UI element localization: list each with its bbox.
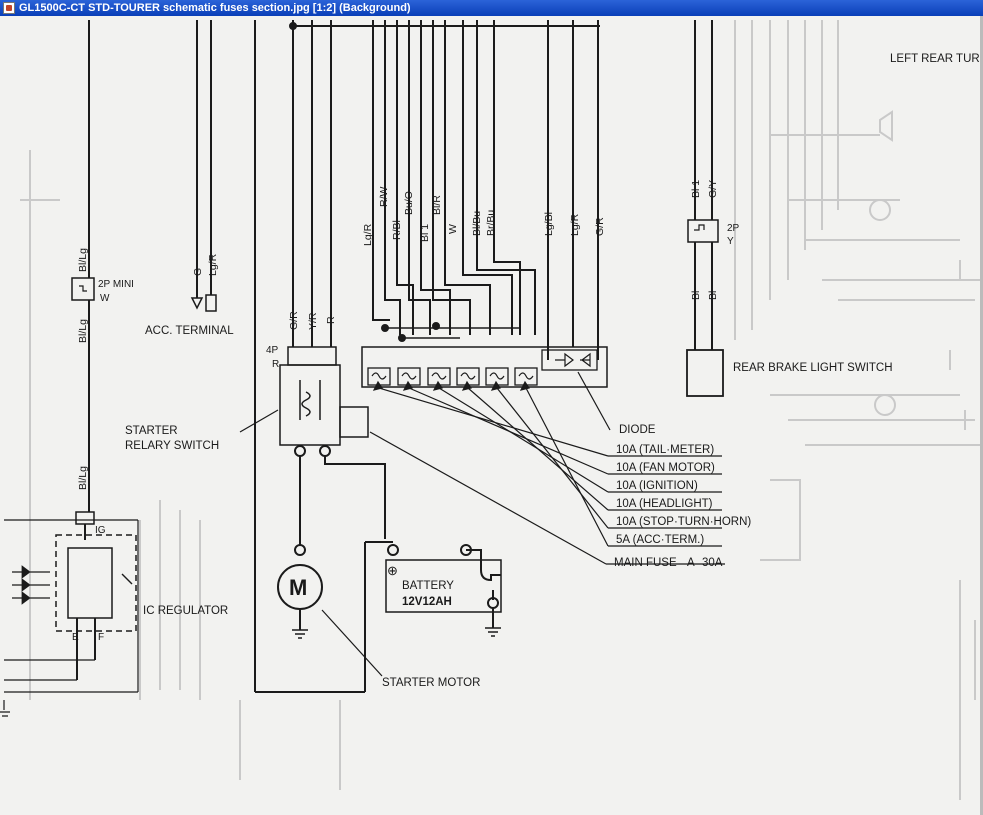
wiring-schematic: LEFT REAR TUR REAR BRAKE LIGHT SWITCH DI… [0, 20, 980, 800]
vertical-scrollbar[interactable] [980, 16, 983, 815]
starter-relay-circuit [254, 20, 502, 693]
wire-color-codes: Bl/Lg Bl/Lg Bl/Lg G Lg/R G/R Y/R R Lg/R … [77, 180, 719, 490]
label-fuse-stop-turn-horn: 10A (STOP·TURN·HORN) [616, 516, 751, 528]
label-2p-mini: 2P MINI [98, 279, 134, 290]
motor-symbol-icon: M [289, 575, 307, 600]
schematic-labels: LEFT REAR TUR REAR BRAKE LIGHT SWITCH DI… [72, 53, 980, 689]
wire-fuse-g-r: G/R [594, 217, 606, 236]
label-2p-mini-w: W [100, 293, 110, 304]
label-2p-y: Y [727, 236, 734, 247]
label-fuse-fan-motor: 10A (FAN MOTOR) [616, 462, 715, 474]
wire-bl-lg-mid: Bl/Lg [77, 319, 89, 343]
wire-acc-lg-r: Lg/R [207, 253, 219, 276]
label-e: E [72, 632, 79, 643]
ic-regulator-circuit [0, 20, 139, 717]
wire-fuse-bl1: Bl 1 [419, 224, 431, 242]
wire-brake-bl1: Bl 1 [690, 180, 702, 198]
label-fuse-ignition: 10A (IGNITION) [616, 480, 698, 492]
label-ig: IG [95, 525, 106, 536]
label-diode: DIODE [619, 424, 656, 436]
schematic-image[interactable]: LEFT REAR TUR REAR BRAKE LIGHT SWITCH DI… [0, 16, 983, 815]
wire-brake-bl-b: Bl [707, 291, 719, 300]
label-starter-relay-2: RELARY SWITCH [125, 440, 219, 452]
wire-acc-g: G [192, 268, 204, 276]
label-fuse-headlight: 10A (HEADLIGHT) [616, 498, 713, 510]
label-main-fuse: MAIN FUSE [614, 557, 677, 569]
label-fuse-acc-term: 5A (ACC·TERM.) [616, 534, 704, 546]
wire-bl-lg-low: Bl/Lg [77, 466, 89, 490]
leader-lines [239, 371, 725, 677]
battery-plus-icon: ⊕ [387, 563, 398, 578]
label-starter-motor: STARTER MOTOR [382, 677, 480, 689]
label-left-rear-turn: LEFT REAR TUR [890, 53, 980, 65]
label-acc-terminal: ACC. TERMINAL [145, 325, 234, 337]
fuse-box-wiring [361, 20, 608, 388]
wire-relay-y-r: Y/R [307, 312, 319, 330]
image-file-icon [3, 2, 15, 14]
wire-fuse-lg-r: Lg/R [362, 223, 374, 246]
label-4p: 4P [266, 345, 279, 356]
wire-brake-g-y: G/Y [707, 180, 719, 198]
wire-brake-bl-a: Bl [690, 291, 702, 300]
window-title: GL1500C-CT STD-TOURER schematic fuses se… [19, 2, 411, 14]
label-4p-r: R [272, 359, 279, 370]
label-battery-spec: 12V12AH [402, 596, 452, 608]
wire-relay-r: R [325, 316, 337, 324]
wire-fuse-lg-bl: Lg/Bl [543, 212, 555, 236]
label-main-fuse-rating: 30A [702, 557, 723, 569]
label-ic-regulator: IC REGULATOR [143, 605, 228, 617]
wire-fuse-lg-r2: Lg/R [569, 213, 581, 236]
wire-fuse-r-bl: R/Bl [391, 220, 403, 240]
label-rear-brake-switch: REAR BRAKE LIGHT SWITCH [733, 362, 893, 374]
wire-fuse-bu-o: Bu/O [403, 191, 415, 215]
wire-fuse-br-bu: Br/Bu [485, 210, 497, 236]
label-2p: 2P [727, 223, 740, 234]
rear-brake-circuit [686, 20, 724, 397]
acc-terminal [190, 20, 217, 312]
wire-fuse-bl-r: Bl/R [431, 195, 443, 215]
title-bar[interactable]: GL1500C-CT STD-TOURER schematic fuses se… [0, 0, 983, 16]
faded-background-wiring [20, 20, 980, 800]
wire-fuse-r-w: R/W [378, 187, 390, 208]
wire-fuse-bl-bu: Bl/Bu [471, 211, 483, 236]
wire-bl-lg-top: Bl/Lg [77, 248, 89, 272]
label-f: F [98, 632, 104, 643]
wire-fuse-w: W [447, 224, 459, 234]
label-battery: BATTERY [402, 580, 454, 592]
label-starter-relay-1: STARTER [125, 425, 178, 437]
label-fuse-tail-meter: 10A (TAIL·METER) [616, 444, 714, 456]
label-main-fuse-a: A [687, 557, 695, 569]
wire-relay-g-r: G/R [288, 311, 300, 330]
